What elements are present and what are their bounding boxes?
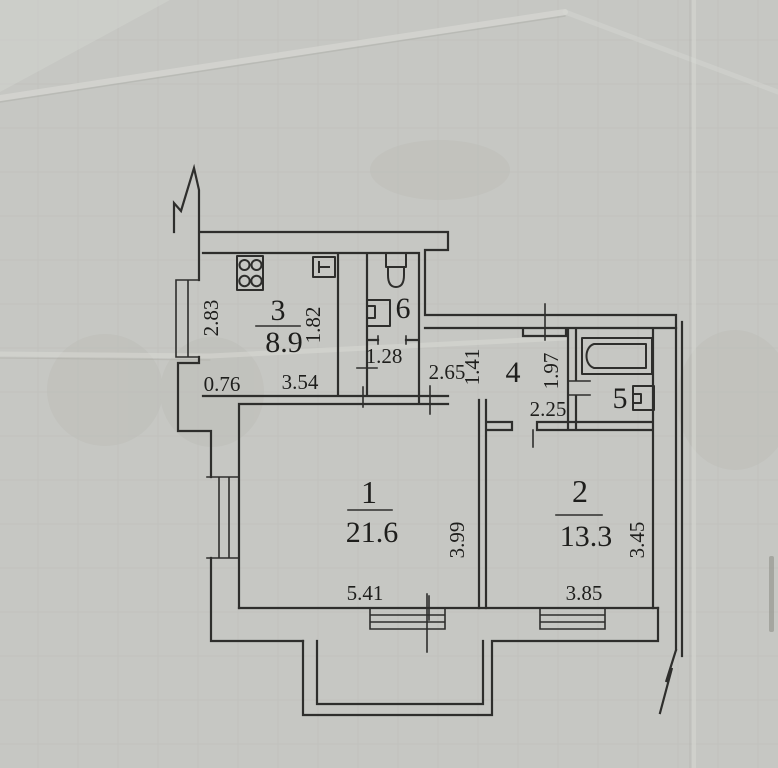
- dim-1-28: 1.28: [366, 344, 403, 368]
- toilet-icon: [385, 252, 407, 288]
- dimension-ticks: [356, 303, 546, 653]
- window-kitchen: [175, 279, 200, 358]
- dim-0-76: 0.76: [204, 372, 241, 396]
- stove-icon: [236, 255, 264, 291]
- dim-1-41: 1.41: [460, 349, 484, 386]
- dim-3-85: 3.85: [566, 581, 603, 605]
- labels: 3 8.9 2.83 1.82 0.76 3.54 6 1.28 4 2.65 …: [199, 292, 649, 605]
- window-room1-left: [206, 476, 240, 559]
- room4-number: 4: [506, 356, 521, 389]
- dim-5-41: 5.41: [347, 581, 384, 605]
- sink-icon: [366, 299, 391, 327]
- exterior-wall: [172, 163, 684, 715]
- room2-area: 13.3: [560, 520, 613, 553]
- scan-artifact-bar: [769, 556, 774, 632]
- room5-number: 5: [613, 382, 628, 415]
- dim-3-54: 3.54: [282, 370, 319, 394]
- fixtures: [236, 252, 655, 411]
- room6-number: 6: [396, 292, 411, 325]
- bathtub-icon: [581, 337, 653, 375]
- dim-2-65: 2.65: [429, 360, 466, 384]
- vent-icon: [312, 256, 336, 278]
- room2-number: 2: [572, 473, 588, 509]
- room3-area: 8.9: [265, 326, 303, 359]
- room3-number: 3: [271, 294, 286, 327]
- bottom-wall: [237, 606, 660, 630]
- room1-number: 1: [361, 474, 377, 510]
- plan-linework: [172, 163, 684, 717]
- room1-area: 21.6: [346, 516, 399, 549]
- basin-icon: [632, 385, 655, 411]
- dim-2-83: 2.83: [199, 300, 223, 337]
- dim-1-97: 1.97: [539, 353, 563, 390]
- window-room1-bottom: [369, 607, 446, 630]
- dim-3-99: 3.99: [445, 522, 469, 559]
- dim-1-82: 1.82: [301, 307, 325, 344]
- balcony-outline: [301, 606, 660, 717]
- window-room2-bottom: [539, 607, 606, 630]
- dim-3-45: 3.45: [625, 522, 649, 559]
- watermark-artifact: [47, 140, 778, 470]
- door-opening-marks: [377, 335, 591, 396]
- dim-2-25: 2.25: [530, 397, 567, 421]
